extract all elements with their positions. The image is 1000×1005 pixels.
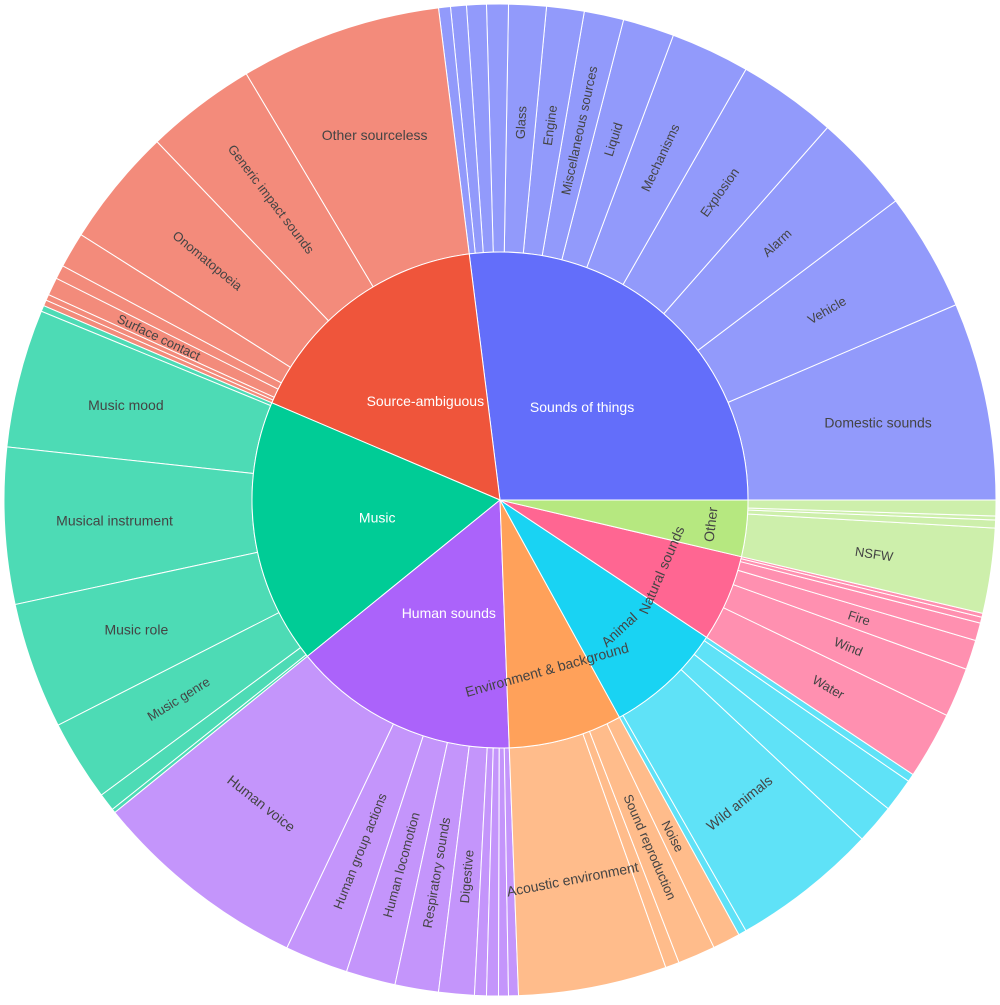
inner-slice-environment-and-background[interactable] — [499, 499, 621, 749]
inner-slice-other[interactable] — [499, 499, 749, 558]
outer-label-fire: Fire — [846, 607, 872, 628]
inner-label-sounds-of-things: Sounds of things — [530, 399, 634, 415]
outer-label-nsfw: NSFW — [854, 544, 895, 564]
outer-label-musical-instrument: Musical instrument — [56, 512, 173, 528]
outer-label-music-mood: Music mood — [88, 397, 163, 413]
inner-ring — [251, 251, 749, 749]
outer-label-music-role: Music role — [104, 621, 168, 637]
inner-label-human-sounds: Human sounds — [402, 605, 496, 621]
inner-slice-music[interactable] — [251, 402, 501, 657]
outer-label-engine: Engine — [540, 104, 560, 146]
inner-label-source-ambiguous: Source-ambiguous — [367, 393, 485, 409]
inner-slice-human-sounds[interactable] — [306, 498, 510, 749]
outer-label-other-sourceless: Other sourceless — [322, 127, 428, 143]
outer-label-glass: Glass — [513, 105, 530, 140]
inner-slice-source-ambiguous[interactable] — [271, 253, 501, 501]
inner-slice-animal[interactable] — [499, 499, 708, 718]
inner-label-other: Other — [701, 506, 721, 543]
inner-label-music: Music — [359, 509, 396, 525]
outer-ring — [3, 3, 997, 997]
outer-label-digestive: Digestive — [457, 849, 477, 904]
inner-slice-sounds-of-things[interactable] — [468, 251, 749, 501]
outer-label-domestic-sounds: Domestic sounds — [824, 414, 931, 430]
